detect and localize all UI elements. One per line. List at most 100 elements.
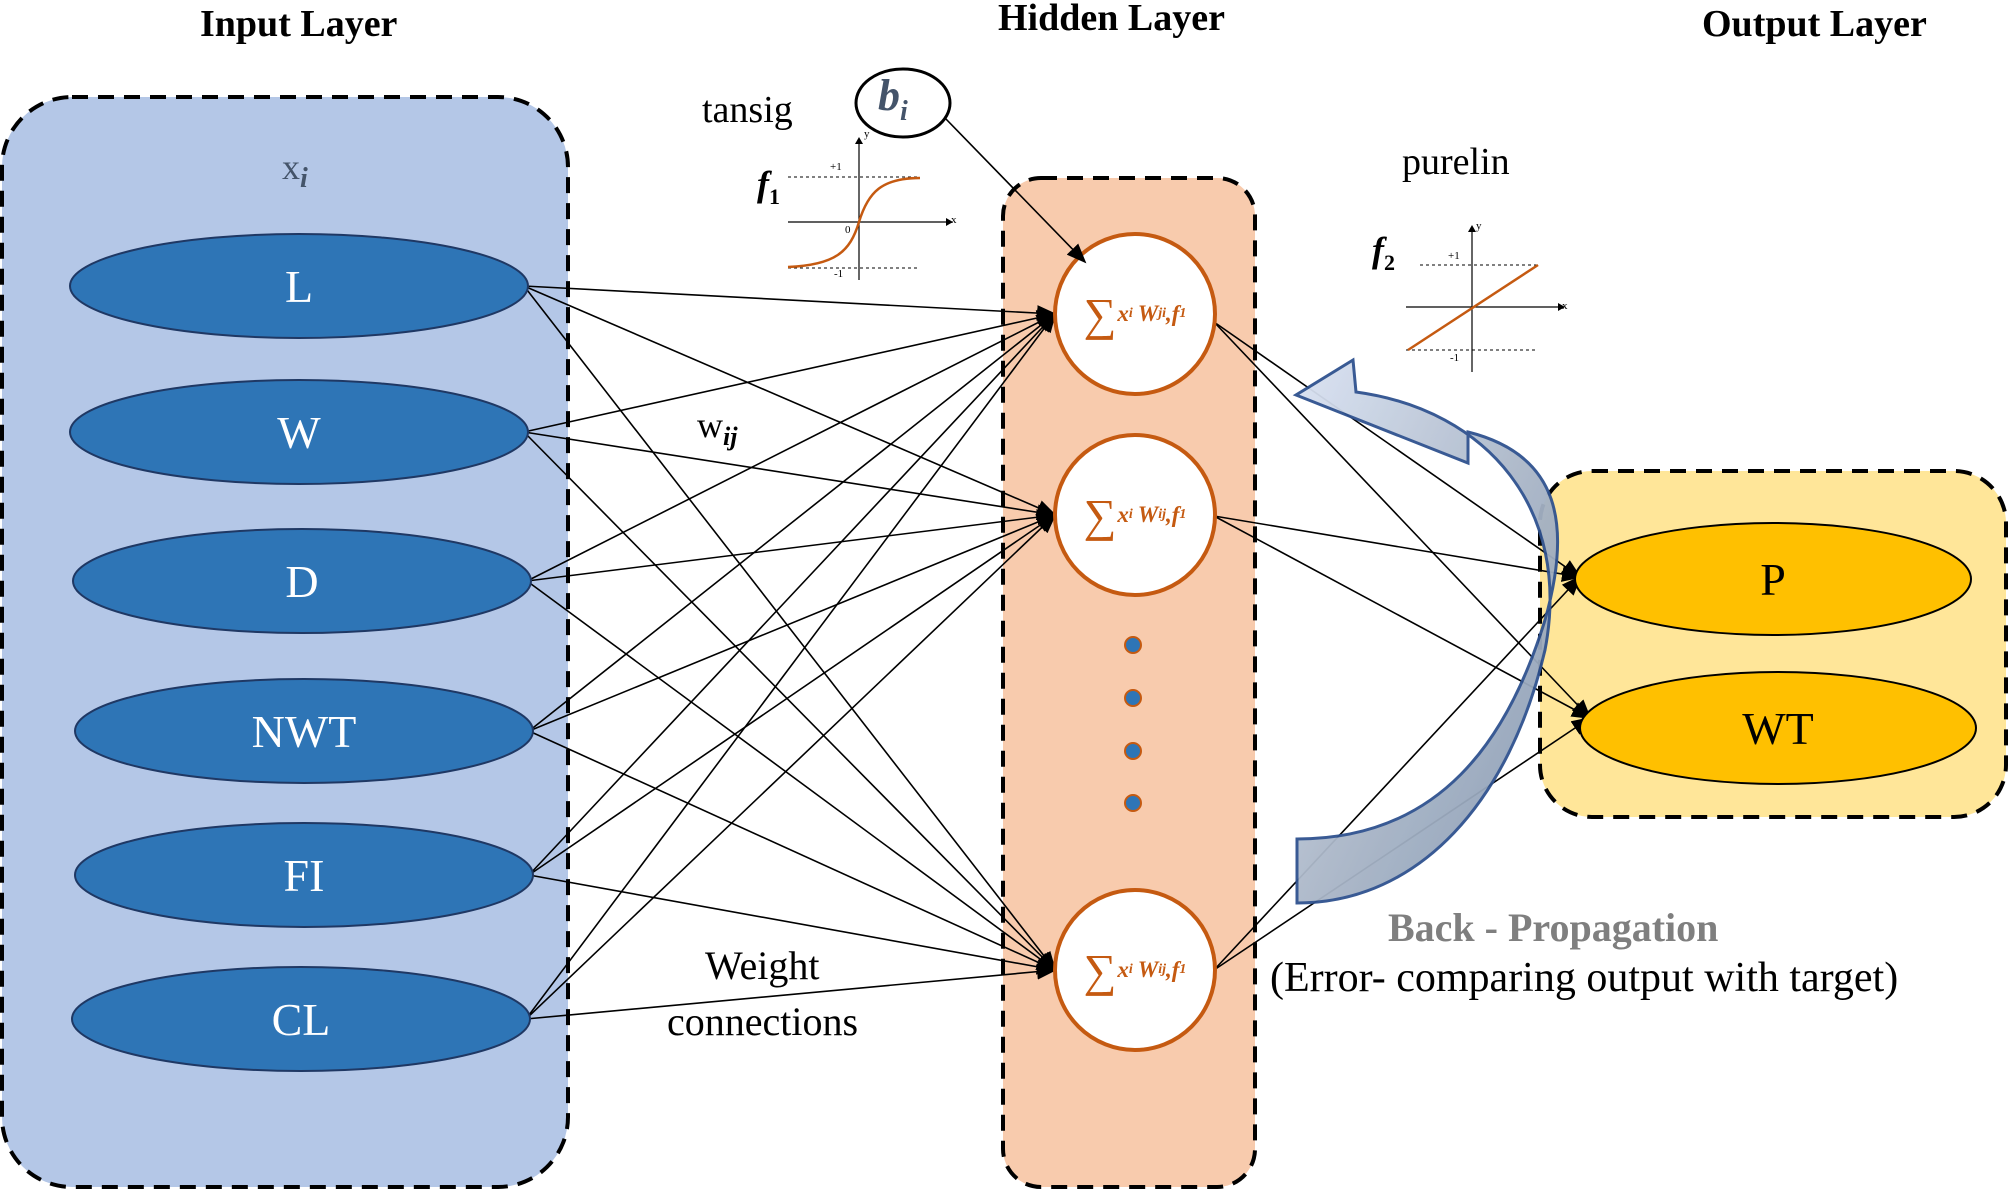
hidden-ellipsis-dot [1124,636,1142,654]
bias-letter: b [878,71,900,120]
term-x-sub: i [1128,962,1133,977]
term-comma: , [1166,957,1172,982]
tansig-zero-tick: 0 [845,224,851,236]
input-node-cl [71,966,531,1072]
hidden-neuron [1053,433,1217,597]
summation-symbol: ∑ [1083,489,1117,541]
input-node-w [69,379,529,485]
tansig-fn-sub: 1 [769,184,780,210]
purelin-label: purelin [1402,141,1510,183]
term-x: x [1117,957,1129,982]
bias-arrow [944,117,1087,264]
term-x-sub: i [1128,306,1133,321]
input-layer-title: Input Layer [200,3,398,45]
summation-symbol: ∑ [1083,288,1117,340]
input-hidden-connection [528,513,1057,876]
weight-symbol: wij [697,404,737,452]
input-node-label: FI [283,849,325,901]
purelin-top-tick: +1 [1448,250,1460,262]
term-f-sub: 1 [1179,306,1187,321]
hidden-neuron [1053,232,1217,396]
input-hidden-connection [528,730,1057,971]
input-symbol-x: x [282,147,300,187]
back-propagation-arrow [1292,357,1560,905]
term-x-sub: i [1128,507,1133,522]
tansig-fn: f [757,164,769,204]
input-hidden-connection [525,312,1057,1020]
input-node-label: CL [271,993,331,1045]
input-hidden-connection [523,431,1057,972]
hidden-output-connection [1213,321,1582,579]
input-symbol-sub: i [300,163,308,195]
input-hidden-connection [526,509,1057,582]
hidden-output-connection [1213,515,1582,582]
input-node-nwt [74,678,534,784]
term-w-sub: ij [1158,962,1166,977]
output-node-label: WT [1742,702,1814,754]
input-hidden-connection [523,285,1057,972]
input-hidden-connection [528,514,1057,732]
input-nodes [69,233,534,1072]
purelin-fn: f [1372,230,1384,270]
input-hidden-connection [523,285,1057,516]
tansig-top-tick: +1 [830,161,842,173]
bias-sub: i [900,95,908,127]
hidden-output-connection [1213,321,1592,720]
term-w: W [1137,957,1159,982]
term-f: f [1171,301,1180,326]
term-f: f [1171,502,1180,527]
purelin-function-label: f2 [1372,229,1395,276]
input-node-fi [74,822,534,928]
term-f: f [1171,957,1180,982]
output-nodes [1574,522,1977,785]
bias-label: bi [878,70,908,128]
purelin-fn-sub: 2 [1384,250,1395,276]
input-hidden-connection [528,312,1057,876]
hidden-layer-title: Hidden Layer [998,0,1225,39]
term-w-sub: ij [1158,507,1166,522]
input-node-d [72,528,532,634]
term-x: x [1117,502,1129,527]
input-node-label: W [277,406,321,458]
hidden-nodes [1053,232,1217,1052]
tansig-label: tansig [702,89,793,131]
output-node-label: P [1760,553,1786,605]
purelin-bottom-tick: -1 [1450,352,1460,364]
backprop-subtitle: (Error- comparing output with target) [1270,955,1899,1001]
term-comma: , [1166,301,1172,326]
input-hidden-connection [525,513,1057,1020]
input-symbol: xi [282,146,308,195]
output-node-p [1574,522,1972,636]
tansig-x-axis-label: x [951,214,957,226]
input-hidden-connection [523,431,1057,521]
term-w: W [1137,301,1159,326]
weight-connections [523,285,1592,1020]
purelin-plot [1406,225,1565,372]
tansig-function-label: f1 [757,163,780,210]
input-hidden-connection [528,312,1057,732]
purelin-x-axis-label: x [1562,300,1568,312]
input-hidden-connection [525,963,1057,1020]
input-hidden-connection [523,285,1057,322]
weight-symbol-sub: ij [723,422,738,452]
input-hidden-connection [528,874,1057,975]
tansig-bottom-tick: -1 [834,268,844,280]
hidden-ellipsis-dot [1124,794,1142,812]
term-x: x [1117,301,1129,326]
summation-symbol: ∑ [1083,944,1117,996]
term-f-sub: 1 [1179,962,1187,977]
hidden-ellipsis-dot [1124,742,1142,760]
weight-caption-line1: Weight [705,943,820,988]
weight-caption-line2: connections [667,999,859,1044]
term-w-sub: ji [1158,306,1166,321]
input-node-l [69,233,529,339]
tansig-plot [787,137,953,280]
input-hidden-connection [526,313,1057,582]
bias-node [854,67,952,139]
hidden-ellipsis-dot [1124,689,1142,707]
